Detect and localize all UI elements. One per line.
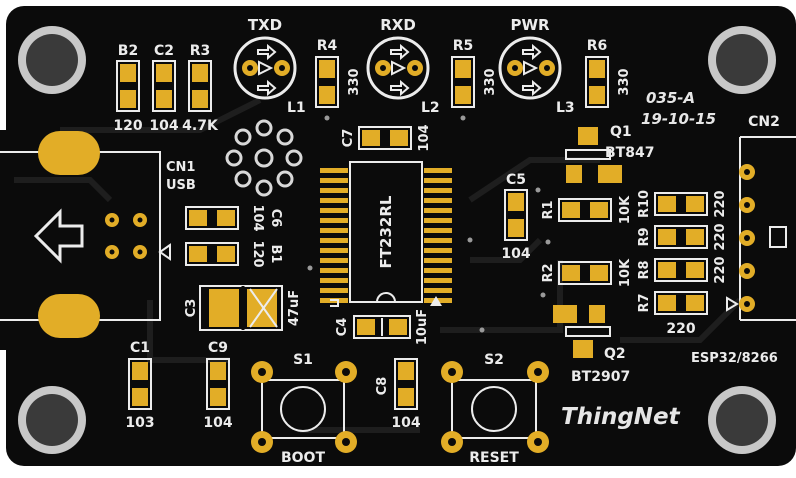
ref-s1: S1 xyxy=(293,352,313,368)
transistor-q1 xyxy=(565,127,622,183)
led-pwr xyxy=(498,36,562,100)
component-c7 xyxy=(358,126,412,150)
component-c5 xyxy=(504,189,528,241)
board-date: 19-10-15 xyxy=(641,110,716,128)
value-r8: 220 xyxy=(713,256,728,283)
ref-r8: R8 xyxy=(637,260,652,279)
ref-r7: R7 xyxy=(637,293,652,312)
usb-connector xyxy=(0,131,171,338)
value-r3: 4.7K xyxy=(182,118,219,134)
brand-logo-text: ThingNet xyxy=(561,404,681,430)
ref-b2: B2 xyxy=(118,43,138,59)
ic-ft232rl xyxy=(320,161,452,307)
header-cn2 xyxy=(726,136,796,321)
ref-c7: C7 xyxy=(341,129,356,148)
value-r4: 330 xyxy=(347,68,362,95)
value-q2: BT2907 xyxy=(571,369,630,385)
ref-c5: C5 xyxy=(506,172,526,188)
value-c9: 104 xyxy=(203,415,232,431)
component-c8 xyxy=(394,358,418,410)
ref-b1: B1 xyxy=(268,245,283,264)
vias xyxy=(307,115,551,333)
label-usb: USB xyxy=(166,178,196,193)
ref-q2: Q2 xyxy=(604,346,626,362)
ref-c3: C3 xyxy=(184,299,199,318)
component-r7 xyxy=(654,291,708,315)
value-r7: 220 xyxy=(666,321,695,337)
value-b1: 120 xyxy=(250,240,265,267)
value-c2: 104 xyxy=(149,118,178,134)
ref-cn1: CN1 xyxy=(166,160,195,175)
component-r6 xyxy=(585,56,609,108)
led-ref-l2: L2 xyxy=(421,100,440,116)
ref-q1: Q1 xyxy=(610,124,632,140)
component-r8 xyxy=(654,258,708,282)
component-r2 xyxy=(558,261,612,285)
value-c7: 104 xyxy=(417,124,432,151)
component-r1 xyxy=(558,198,612,222)
ref-c2: C2 xyxy=(154,43,174,59)
ref-cn2: CN2 xyxy=(748,114,780,130)
component-c6 xyxy=(185,206,239,230)
value-r6: 330 xyxy=(617,68,632,95)
ref-s2: S2 xyxy=(484,352,504,368)
component-c9 xyxy=(206,358,230,410)
ref-c8: C8 xyxy=(375,377,390,396)
value-r5: 330 xyxy=(483,68,498,95)
label-cn2: ESP32/8266 xyxy=(691,351,778,366)
value-q1: BT847 xyxy=(605,145,654,161)
label-reset: RESET xyxy=(469,450,519,466)
value-c5: 104 xyxy=(501,246,530,262)
led-txd xyxy=(233,36,297,100)
component-c4 xyxy=(353,315,411,339)
value-c6: 104 xyxy=(250,204,265,231)
mounting-holes xyxy=(18,26,776,454)
value-c8: 104 xyxy=(391,415,420,431)
led-label-pwr: PWR xyxy=(510,16,550,34)
value-c3: 47uF xyxy=(287,290,302,326)
ref-c9: C9 xyxy=(208,340,228,356)
component-r4 xyxy=(315,56,339,108)
ref-r6: R6 xyxy=(587,38,608,54)
component-r5 xyxy=(451,56,475,108)
ref-r5: R5 xyxy=(453,38,474,54)
ref-c4: C4 xyxy=(335,318,350,337)
value-r1: 10K xyxy=(618,195,633,224)
ref-c6: C6 xyxy=(268,209,283,228)
component-r10 xyxy=(654,192,708,216)
board-revision: 035-A xyxy=(646,89,695,107)
led-ref-l3: L3 xyxy=(556,100,575,116)
value-r10: 220 xyxy=(713,190,728,217)
value-c1: 103 xyxy=(125,415,154,431)
ref-c1: C1 xyxy=(130,340,150,356)
button-reset[interactable] xyxy=(441,361,549,453)
label-boot: BOOT xyxy=(281,450,325,466)
value-c4: 10uF xyxy=(415,309,430,345)
component-c1 xyxy=(128,358,152,410)
component-r9 xyxy=(654,225,708,249)
value-r2: 10K xyxy=(618,258,633,287)
ref-r9: R9 xyxy=(637,227,652,246)
led-ref-l1: L1 xyxy=(287,100,306,116)
ref-r1: R1 xyxy=(541,200,556,219)
component-b2 xyxy=(116,60,140,112)
transistor-q2 xyxy=(553,305,611,358)
led-label-txd: TXD xyxy=(248,16,282,34)
led-rxd xyxy=(366,36,430,100)
led-label-rxd: RXD xyxy=(380,16,416,34)
ref-r10: R10 xyxy=(637,190,652,218)
value-r9: 220 xyxy=(713,223,728,250)
component-b1 xyxy=(185,242,239,266)
component-c2 xyxy=(152,60,176,112)
ref-r3: R3 xyxy=(190,43,211,59)
ic-label: FT232RL xyxy=(377,195,395,268)
test-point-cluster xyxy=(225,119,303,197)
value-b2: 120 xyxy=(113,118,142,134)
capacitor-c3 xyxy=(199,285,283,331)
ref-r2: R2 xyxy=(541,263,556,282)
ref-r4: R4 xyxy=(317,38,338,54)
component-r3 xyxy=(188,60,212,112)
button-boot[interactable] xyxy=(251,361,357,453)
